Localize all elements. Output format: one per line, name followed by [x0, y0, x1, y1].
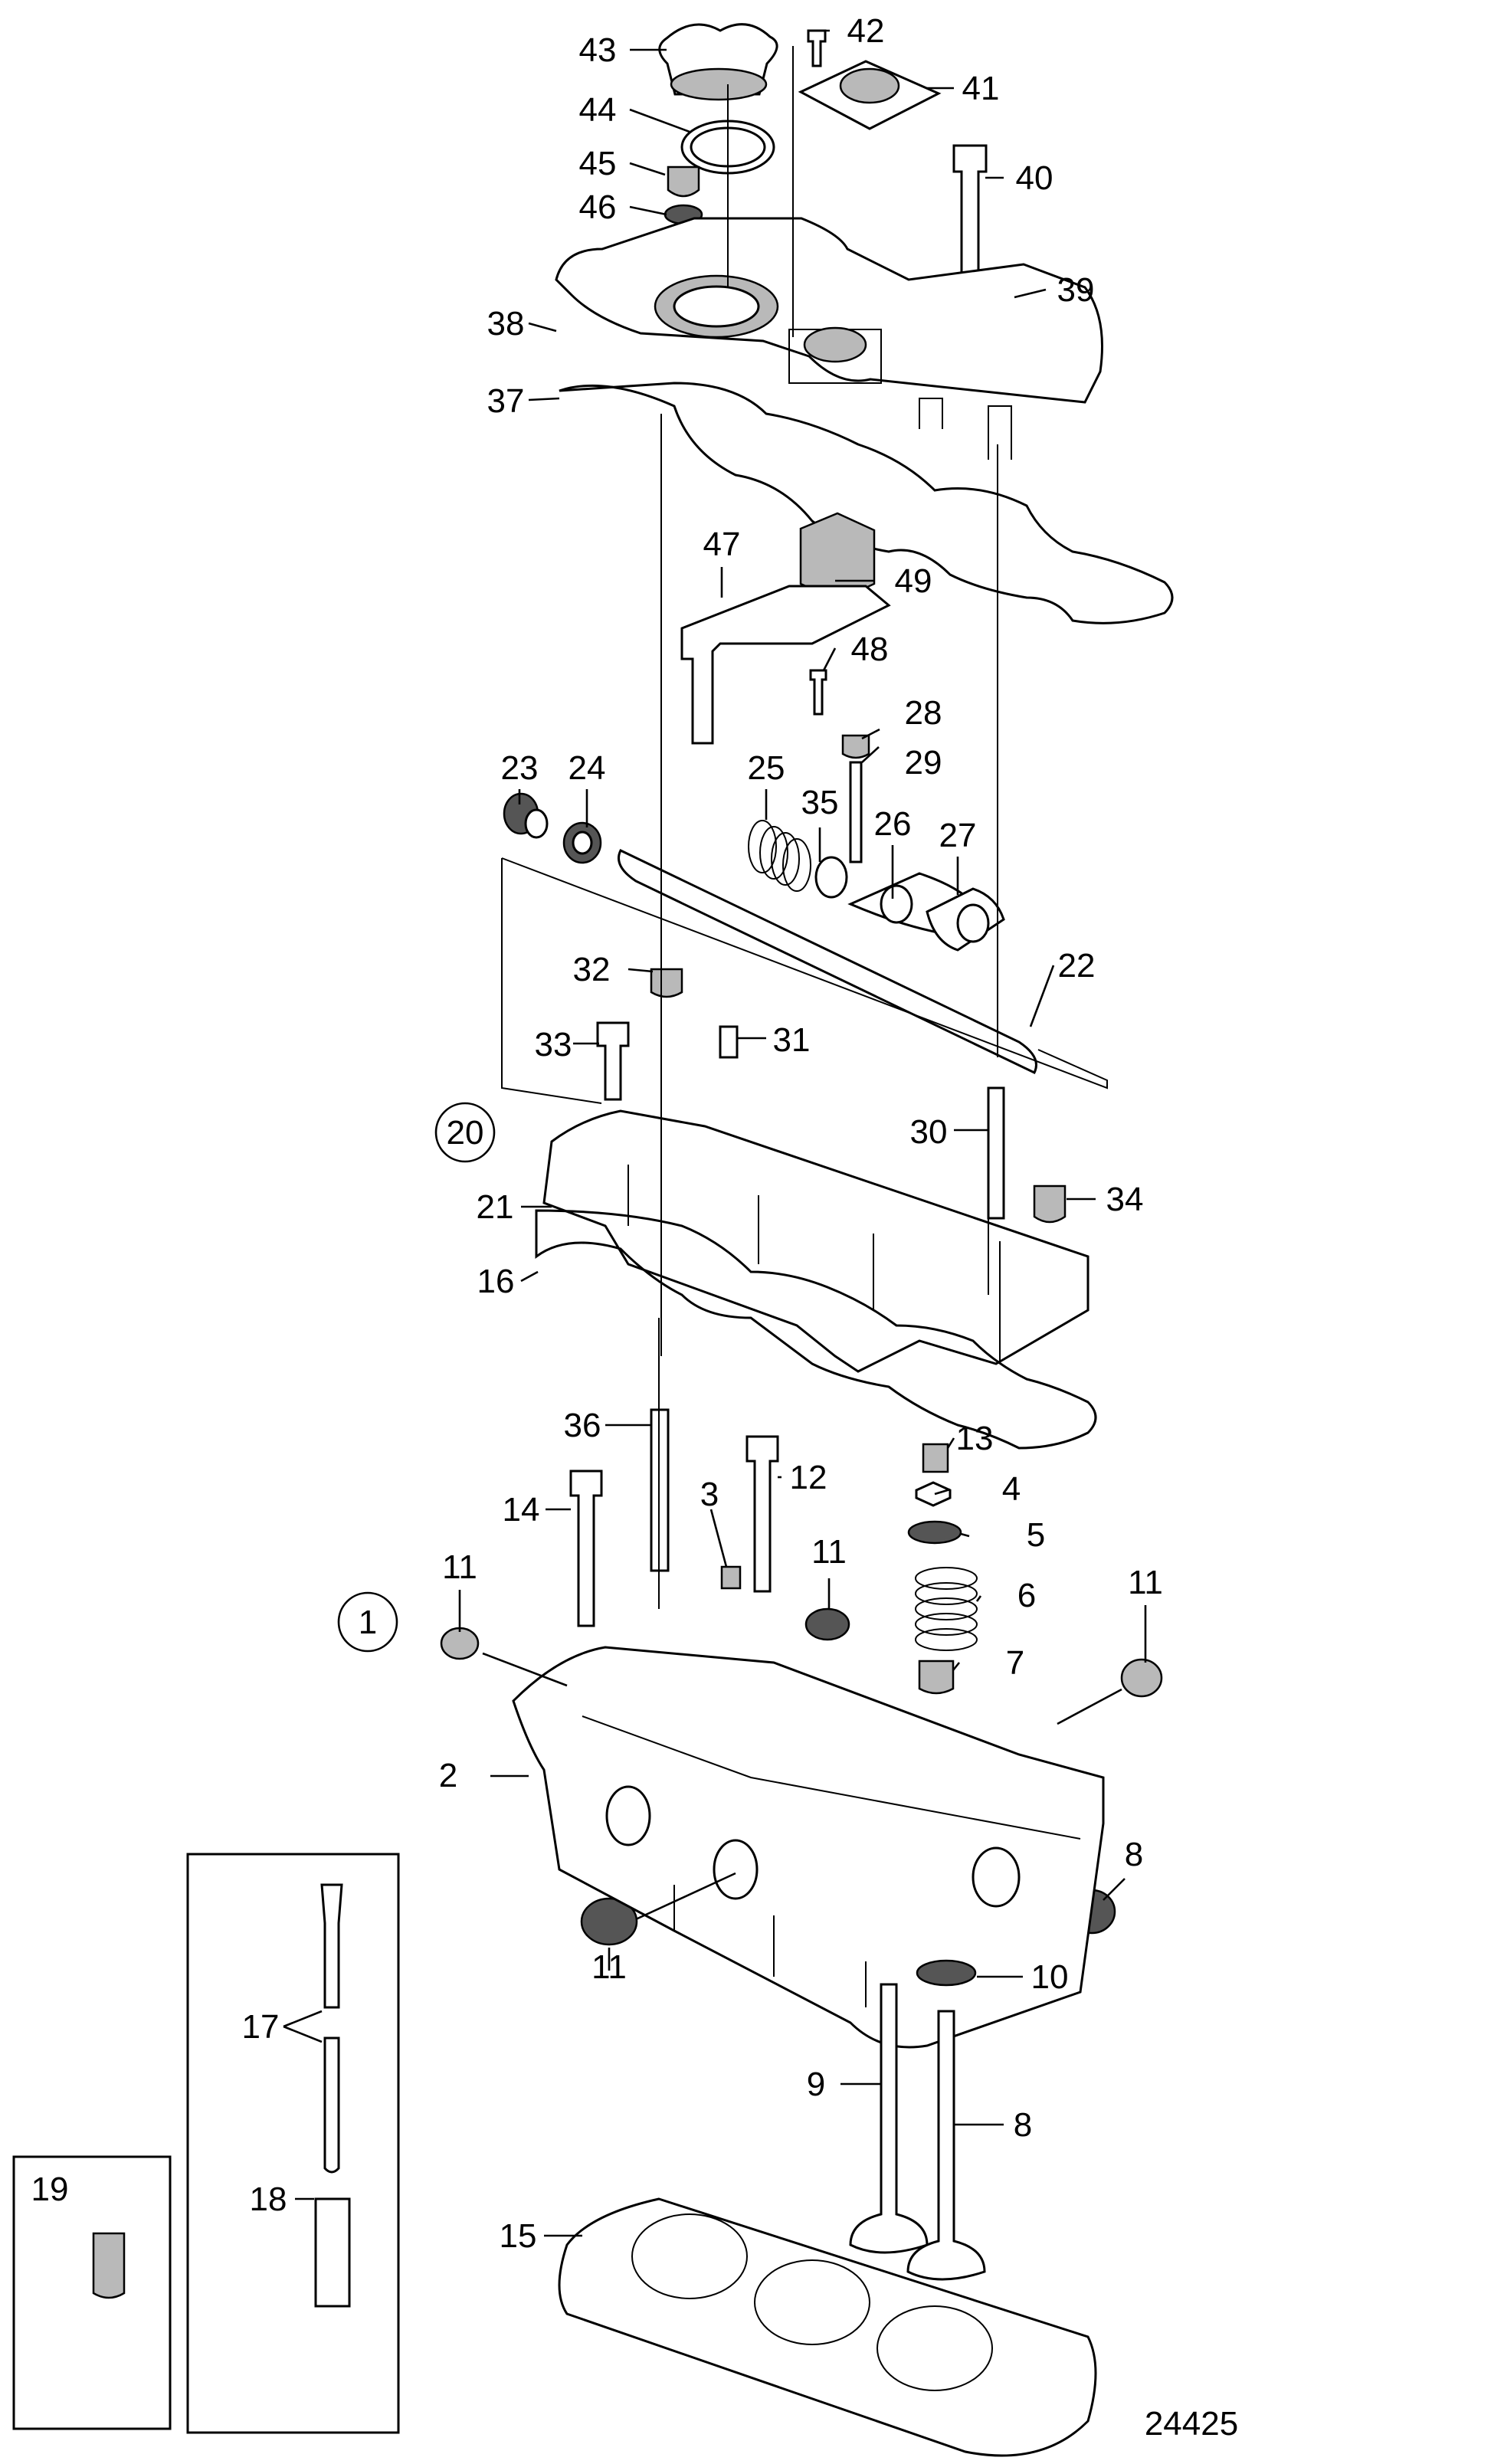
callout-23: 23 — [501, 749, 539, 787]
callout-7: 7 — [1006, 1644, 1024, 1682]
callout-3: 3 — [700, 1476, 719, 1513]
callout-13: 13 — [956, 1420, 994, 1457]
callout-48: 48 — [851, 631, 889, 668]
callout-9: 9 — [807, 2066, 825, 2103]
callout-17: 17 — [242, 2008, 280, 2046]
callout-4: 4 — [1002, 1470, 1021, 1508]
callout-11-right: 11 — [1128, 1564, 1163, 1601]
breather-and-baffle-assembly — [680, 512, 891, 745]
callout-37: 37 — [487, 382, 525, 420]
callout-11-bottom: 11 — [591, 1948, 627, 1986]
callout-42: 42 — [847, 12, 885, 50]
callout-21: 21 — [477, 1188, 514, 1226]
callout-18: 18 — [250, 2181, 287, 2218]
callout-10: 10 — [1031, 1958, 1069, 1996]
callout-labels: 1 2 3 4 5 6 7 8 8 9 10 11 11 11 11 12 13… — [31, 12, 1239, 2443]
callout-45: 45 — [579, 145, 617, 182]
callout-31: 31 — [773, 1021, 811, 1059]
callout-14: 14 — [503, 1491, 540, 1529]
callout-33: 33 — [535, 1026, 572, 1063]
callout-47: 47 — [703, 526, 741, 563]
callout-11-left: 11 — [442, 1548, 477, 1586]
callout-30: 30 — [910, 1113, 948, 1151]
inset-pushrod — [186, 1853, 400, 2434]
valve-cover-assembly — [555, 23, 1174, 624]
callout-26: 26 — [874, 805, 912, 843]
callout-ring-20 — [434, 1102, 496, 1163]
cylinder-head-assembly — [440, 1408, 1163, 2457]
callout-35: 35 — [801, 784, 839, 821]
callout-6: 6 — [1017, 1577, 1036, 1614]
callout-36: 36 — [564, 1407, 601, 1444]
callout-46: 46 — [579, 188, 617, 226]
callout-28: 28 — [905, 694, 942, 732]
callout-38: 38 — [487, 305, 525, 342]
callout-19: 19 — [31, 2171, 69, 2208]
rocker-spring-coils — [748, 820, 811, 892]
callout-11-center: 11 — [811, 1533, 847, 1571]
callout-24: 24 — [569, 749, 606, 787]
callout-20: 20 — [447, 1114, 484, 1152]
callout-1: 1 — [359, 1604, 377, 1641]
callout-15: 15 — [500, 2217, 537, 2255]
rocker-arm-assembly — [501, 734, 1108, 1104]
callout-43: 43 — [579, 31, 617, 69]
callout-29: 29 — [905, 744, 942, 781]
callout-49: 49 — [895, 562, 932, 600]
callout-8-plug: 8 — [1125, 1836, 1143, 1873]
valve-spring-coils — [915, 1567, 978, 1651]
callout-ring-1 — [337, 1591, 398, 1653]
callout-34: 34 — [1106, 1181, 1144, 1218]
callout-27: 27 — [939, 817, 977, 854]
callout-2: 2 — [439, 1757, 457, 1794]
callout-40: 40 — [1016, 159, 1053, 197]
callout-32: 32 — [573, 951, 611, 988]
callout-44: 44 — [579, 91, 617, 129]
callout-39: 39 — [1057, 271, 1095, 309]
inset-tappet — [12, 2155, 172, 2430]
callout-16: 16 — [477, 1263, 515, 1300]
callout-22: 22 — [1058, 947, 1096, 985]
callout-8-valve: 8 — [1014, 2106, 1032, 2144]
leader-lines — [283, 29, 1147, 2237]
callout-25: 25 — [748, 749, 785, 787]
callout-41: 41 — [962, 70, 1000, 107]
rocker-bracket-assembly — [535, 968, 1097, 1450]
callout-12: 12 — [790, 1459, 827, 1496]
figure-number: 24425 — [1145, 2405, 1238, 2443]
callout-5: 5 — [1027, 1516, 1045, 1554]
